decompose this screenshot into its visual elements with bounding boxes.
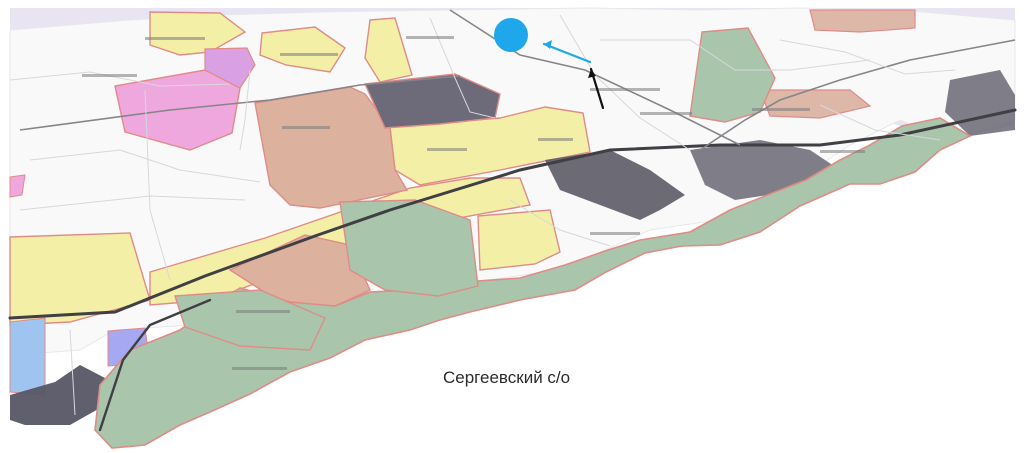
- tan-parcel-north: [254, 86, 409, 209]
- green-parcel-left-south: [174, 289, 326, 351]
- green-parcel-center-hill: [339, 199, 479, 297]
- northwest-road: [19, 75, 461, 131]
- map-small-label-marks: [82, 36, 865, 370]
- tan-parcel-east: [809, 9, 916, 33]
- yellow-parcel-upper-mid: [259, 26, 346, 73]
- main-road: [8, 108, 1017, 320]
- blue-arrowhead: [544, 40, 552, 49]
- pink-parcel-small-left: [9, 174, 26, 198]
- eastern-road: [699, 39, 1016, 151]
- secondary-road: [98, 298, 212, 432]
- yellow-parcel-mid: [389, 106, 591, 186]
- purple-parcel: [204, 47, 256, 89]
- black-arrowhead: [588, 69, 596, 78]
- dark-zone-far-east: [945, 70, 1015, 136]
- blue-parcel-left: [9, 317, 46, 396]
- region-label: Сергеевский с/о: [443, 368, 571, 387]
- yellow-parcel-south: [477, 209, 561, 271]
- dark-zone-southwest: [10, 365, 105, 425]
- location-marker: [494, 18, 528, 52]
- parcel-boundary-lines: [9, 14, 956, 416]
- yellow-parcel-north: [364, 17, 413, 83]
- blue-pointer-arrow: [542, 42, 592, 64]
- dark-zone-central: [545, 150, 685, 220]
